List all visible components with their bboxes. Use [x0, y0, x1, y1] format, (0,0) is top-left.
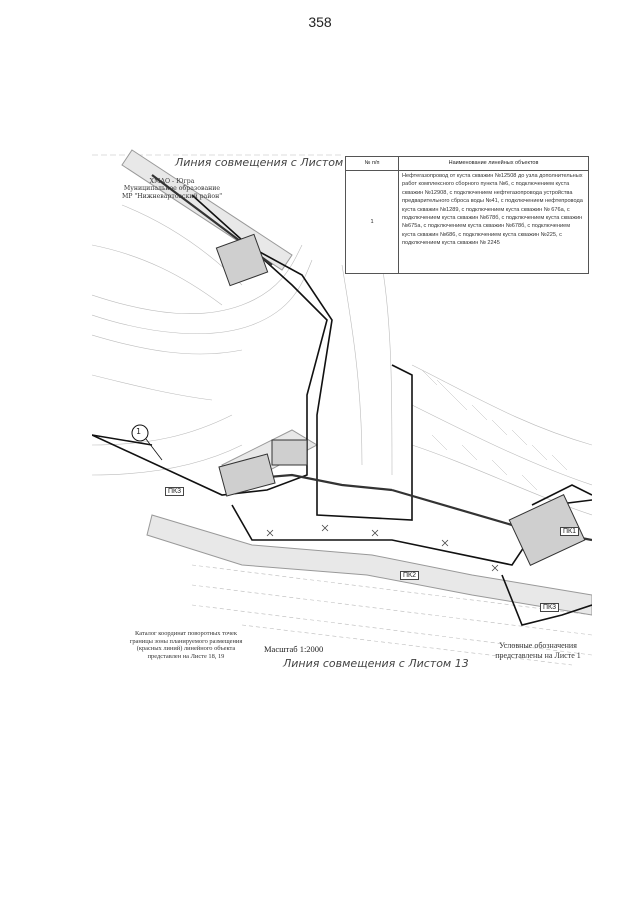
- linear-objects-table: № п/п Наименование линейных объектов 1 Н…: [345, 156, 589, 274]
- picket-label-c: ПК1: [560, 527, 580, 536]
- admin-label-line3: МР "Нижневартовский район": [121, 192, 223, 200]
- legend-note: Условные обозначения представлены на Лис…: [478, 641, 598, 661]
- facility-blocks: [215, 233, 586, 567]
- admin-label: ХМАО - Югра Муниципальное образование МР…: [112, 178, 232, 200]
- map-svg: [91, 149, 593, 666]
- coordinates-note: Каталог координат поворотных точек грани…: [98, 630, 274, 660]
- map-scale: Масштаб 1:2000: [264, 644, 324, 654]
- table-header-number: № п/п: [346, 157, 399, 170]
- top-sheet-line: Линия совмещения с Листом 11: [175, 156, 361, 169]
- coordinates-note-line2: границы зоны планируемого размещения: [129, 637, 243, 645]
- page-number: 358: [308, 14, 332, 30]
- picket-label-b: ПК2: [400, 571, 420, 580]
- table-header: № п/п Наименование линейных объектов: [346, 157, 588, 171]
- legend-note-line1: Условные обозначения: [499, 641, 577, 650]
- table-row: 1 Нефтегазопровод от куста скважин №1250…: [346, 171, 588, 273]
- picket-label-d: ПК3: [540, 603, 560, 612]
- admin-label-line1: ХМАО - Югра: [149, 178, 195, 185]
- coordinates-note-line1: Каталог координат поворотных точек: [135, 630, 237, 637]
- callout-marker: [131, 424, 163, 461]
- table-row-text: Нефтегазопровод от куста скважин №12508 …: [402, 173, 583, 247]
- legend-note-line2: представлены на Листе 1: [495, 651, 581, 660]
- hatch-area: [421, 369, 568, 491]
- table-header-name: Наименование линейных объектов: [448, 160, 539, 166]
- admin-label-line2: Муниципальное образование: [123, 185, 221, 193]
- table-row-number: 1: [346, 171, 399, 273]
- coordinates-note-line4: представлен на Листе 18, 19: [147, 652, 225, 660]
- picket-label-a: ПК3: [165, 487, 185, 496]
- bottom-sheet-line: Линия совмещения с Листом 13: [283, 657, 469, 670]
- callout-number: 1: [136, 427, 142, 436]
- map-drawing: [91, 145, 593, 675]
- coordinates-note-line3: (красных линий) линейного объекта: [136, 645, 236, 653]
- point-markers: [266, 524, 499, 572]
